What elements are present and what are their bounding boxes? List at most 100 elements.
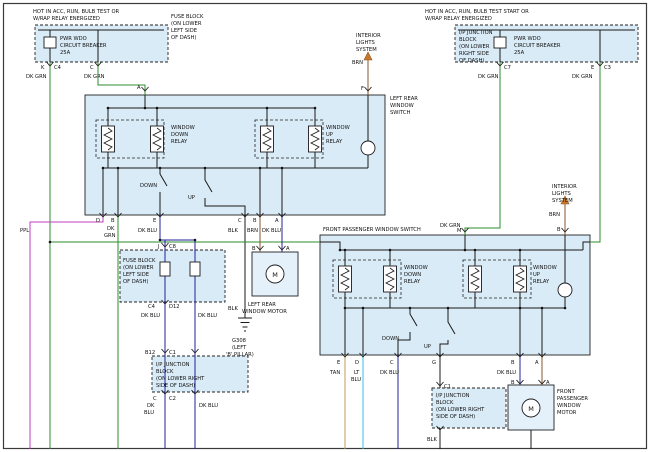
lrelay-up-3: RELAY [326, 139, 343, 145]
left-window-down-relay-box [95, 119, 165, 159]
tl-breaker-3: 25A [60, 50, 71, 56]
wire-blk-2: BLK [228, 306, 238, 312]
wire-dkgrn-5a: DK [107, 226, 115, 232]
interior-lights-arrow-icon [560, 195, 570, 205]
junction-dot [158, 166, 162, 170]
wire-brn-l: BRN [352, 60, 363, 66]
term-j: J [157, 244, 160, 250]
wire-dkgrn-1: DK GRN [26, 74, 47, 80]
junction-dot [48, 240, 52, 244]
rrelay-down-3: RELAY [404, 279, 421, 285]
midfuse-1: FUSE BLOCK [123, 258, 156, 264]
lterm-b2: B [253, 218, 257, 224]
front-passenger-window-switch-box [319, 234, 591, 356]
tr-breaker-2: CIRCUIT BREAKER [514, 43, 561, 49]
right-window-up-relay-box [462, 259, 532, 299]
relay-coil-icon [260, 125, 274, 153]
lmotor-m: M [272, 271, 278, 279]
junction-dot [258, 166, 262, 170]
junction-dot [388, 248, 392, 252]
wire-dkgrn-6: DK GRN [440, 223, 461, 229]
int-lights-r-3: SYSTEM [552, 198, 573, 204]
rswitch-down: DOWN [382, 336, 399, 342]
tl-breaker-1: PWR WDO [60, 36, 87, 42]
gnd-2: (LEFT [232, 345, 247, 351]
dk-grn-wires [49, 62, 601, 449]
rjb-1: I/P JUNCTION [436, 393, 470, 399]
conn-c1a: C1 [169, 350, 176, 356]
lswitch-name-3: SWITCH [390, 110, 410, 116]
left-switch-internal-wires [102, 95, 369, 215]
right-switch-internal-wires [320, 235, 590, 355]
junction-dot [101, 166, 105, 170]
ip-junction-block-2-box [151, 355, 249, 393]
right-window-down-relay-box [332, 259, 402, 299]
lrelay-up-2: UP [326, 132, 333, 138]
relay-coil-icon [513, 265, 527, 293]
wire-dkblu-1: DK BLU [138, 228, 157, 234]
wire-tan: TAN [329, 370, 340, 376]
junction-dot [193, 238, 197, 242]
junction-dot [203, 166, 207, 170]
midfuse-3: LEFT SIDE [123, 272, 149, 278]
ip-junction-block-top-right-box [454, 24, 639, 63]
wire-dkblu-5a: DK [147, 403, 155, 409]
wire-ltblu-b: BLU [351, 377, 361, 383]
term-e-tr: E [591, 65, 594, 71]
tr-breaker-3: 25A [514, 50, 525, 56]
int-lights-r-1: INTERIOR [552, 184, 577, 190]
illumination-lamp-icon [360, 140, 376, 156]
junction-dot [446, 306, 450, 310]
conn-c4: C4 [54, 65, 62, 71]
illumination-lamp-icon [557, 282, 573, 298]
midfuse-2: (ON LOWER [123, 265, 154, 271]
lswitch-up: UP [188, 195, 195, 201]
rrelay-up-1: WINDOW [533, 265, 557, 271]
rrelay-up-3: RELAY [533, 279, 550, 285]
junction-dot [343, 248, 347, 252]
brn-wires [259, 60, 566, 385]
motor-icon [265, 264, 285, 284]
rrelay-down-2: DOWN [404, 272, 421, 278]
term-c-jb2: C [153, 396, 157, 402]
tr-block-3: (ON LOWER [459, 44, 490, 50]
left-rear-window-switch-box [84, 94, 386, 216]
ground-and-black-wires [238, 215, 532, 449]
wire-blk-3: BLK [427, 437, 437, 443]
rmotor-4: MOTOR [557, 410, 577, 416]
fuse-icon [189, 261, 201, 277]
header-right-1: HOT IN ACC, RUN, BULB TEST START OR [425, 9, 529, 15]
interior-lights-arrow-icon [363, 51, 373, 61]
lswitch-name-2: WINDOW [390, 103, 414, 109]
rmotor-1: FRONT [557, 389, 576, 395]
lrelay-down-2: DOWN [171, 132, 188, 138]
rjb-2: BLOCK [436, 400, 454, 406]
term-c: C [90, 65, 94, 71]
int-lights-l-3: SYSTEM [356, 47, 377, 53]
rterm-g: G [432, 360, 436, 366]
wire-dkblu-5b: BLU [144, 410, 154, 416]
rmotor-2: PASSENGER [557, 396, 588, 402]
int-lights-l-1: INTERIOR [356, 33, 381, 39]
conn-c1b: C1 [444, 384, 451, 390]
rterm-b: B [511, 360, 515, 366]
diagram-labels: HOT IN ACC, RUN, BULB TEST ORW/RAP RELAY… [20, 9, 611, 443]
lrelay-up-1: WINDOW [326, 125, 350, 131]
wire-blk-1: BLK [228, 228, 238, 234]
lterm-a: A [275, 218, 279, 224]
header-left-2: W/RAP RELAY ENERGIZED [33, 16, 100, 22]
junction-dot [361, 306, 365, 310]
wire-dkgrn-2: DK GRN [84, 74, 105, 80]
tl-breaker-2: CIRCUIT BREAKER [60, 43, 107, 49]
junction-dot [463, 248, 467, 252]
lterm-b1: B [111, 218, 115, 224]
rterm-c: C [390, 360, 394, 366]
rterm-m: M [457, 228, 461, 234]
tr-block-5: OF DASH) [459, 58, 484, 64]
term-f: F [361, 86, 364, 92]
lmotor-term-b: B [252, 246, 256, 252]
junction-dot [280, 166, 284, 170]
junction-dot [155, 106, 159, 110]
conn-c8: C8 [169, 244, 176, 250]
